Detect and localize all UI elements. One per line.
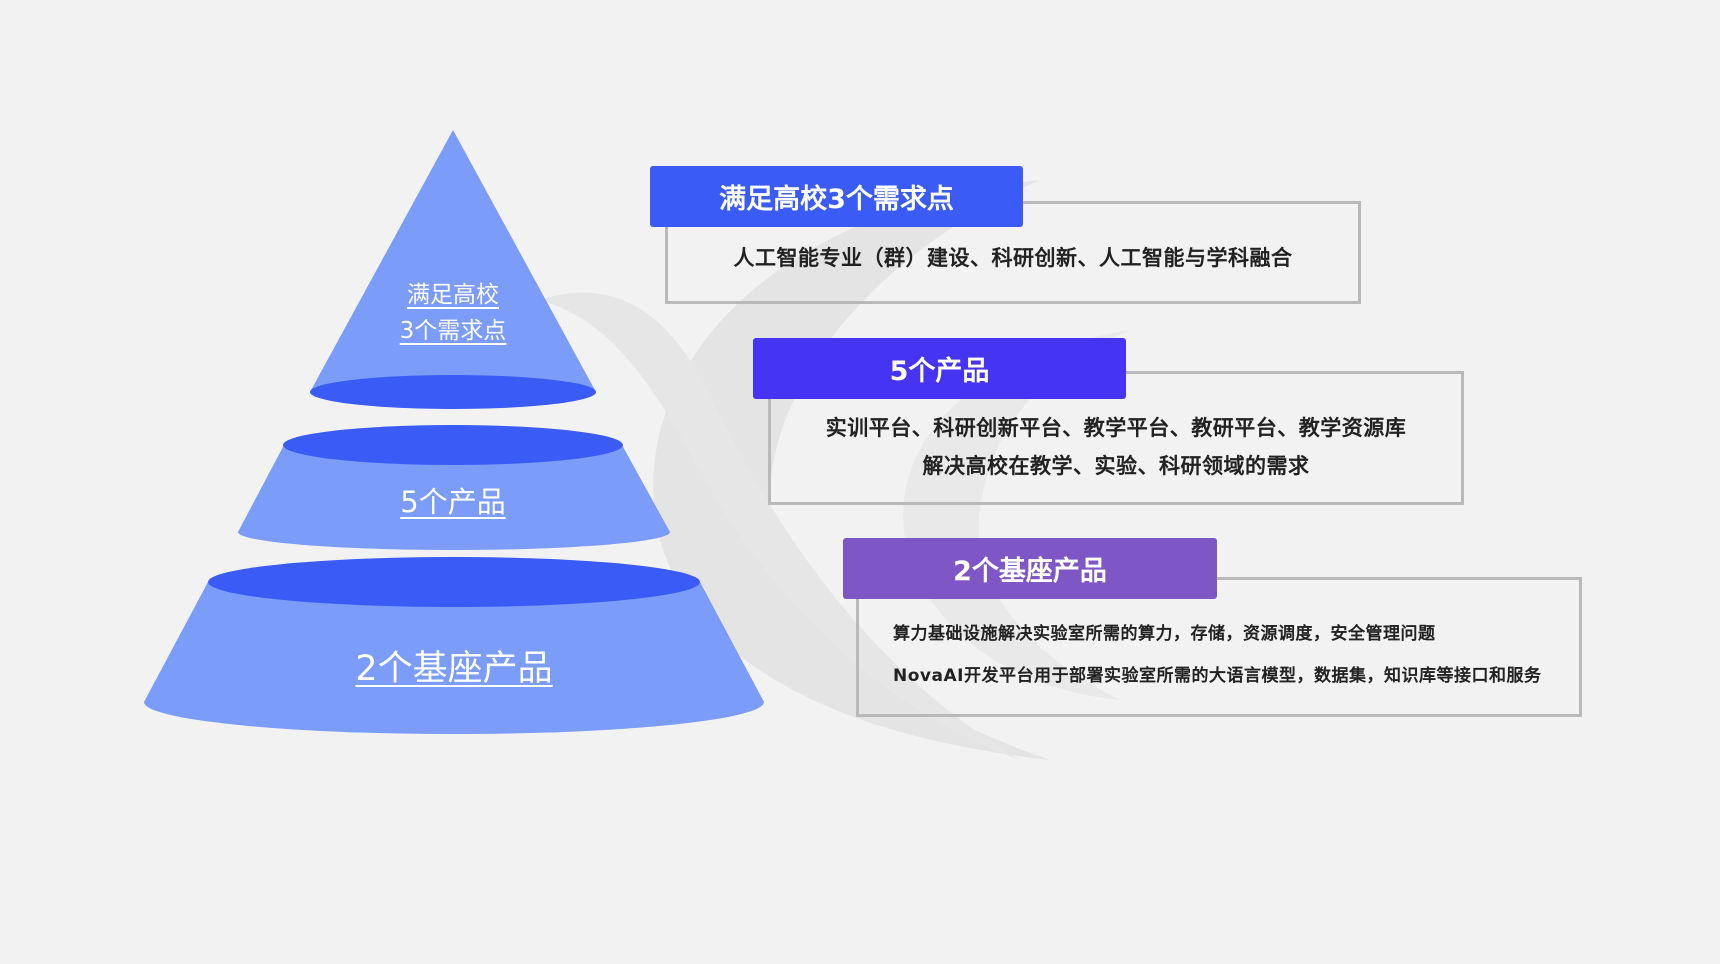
pyramid-top-rim xyxy=(310,375,596,409)
pyramid-middle-rim xyxy=(283,425,623,465)
box-base-panel xyxy=(856,577,1582,717)
pyramid-bottom-tier xyxy=(144,582,764,734)
box-needs-line1: 人工智能专业（群）建设、科研创新、人工智能与学科融合 xyxy=(733,246,1293,270)
box-base-line2: NovaAI开发平台用于部署实验室所需的大语言模型，数据集，知识库等接口和服务 xyxy=(893,666,1542,686)
box-base-line1: 算力基础设施解决实验室所需的算力，存储，资源调度，安全管理问题 xyxy=(893,624,1436,644)
pyramid-middle-label: 5个产品 xyxy=(400,485,506,519)
watermark-tail xyxy=(540,292,1020,760)
pyramid-bottom-rim xyxy=(208,557,700,607)
box-products-line1: 实训平台、科研创新平台、教学平台、教研平台、教学资源库 xyxy=(825,416,1407,440)
watermark-swoosh-inner xyxy=(903,330,1130,700)
watermark-swoosh xyxy=(653,180,1050,760)
pyramid-top-label-line2: 3个需求点 xyxy=(399,318,507,344)
pyramid-top-tier xyxy=(310,130,596,408)
pyramid-middle-tier xyxy=(238,445,670,550)
box-products-title: 5个产品 xyxy=(753,338,1126,399)
pyramid-top-label-line1: 满足高校 xyxy=(407,282,499,308)
pyramid-top-label: 满足高校 3个需求点 xyxy=(353,277,553,349)
pyramid-bottom-label: 2个基座产品 xyxy=(355,649,553,689)
box-needs-title: 满足高校3个需求点 xyxy=(650,166,1023,227)
box-base-title: 2个基座产品 xyxy=(843,538,1217,599)
box-products-line2: 解决高校在教学、实验、科研领域的需求 xyxy=(922,454,1310,478)
